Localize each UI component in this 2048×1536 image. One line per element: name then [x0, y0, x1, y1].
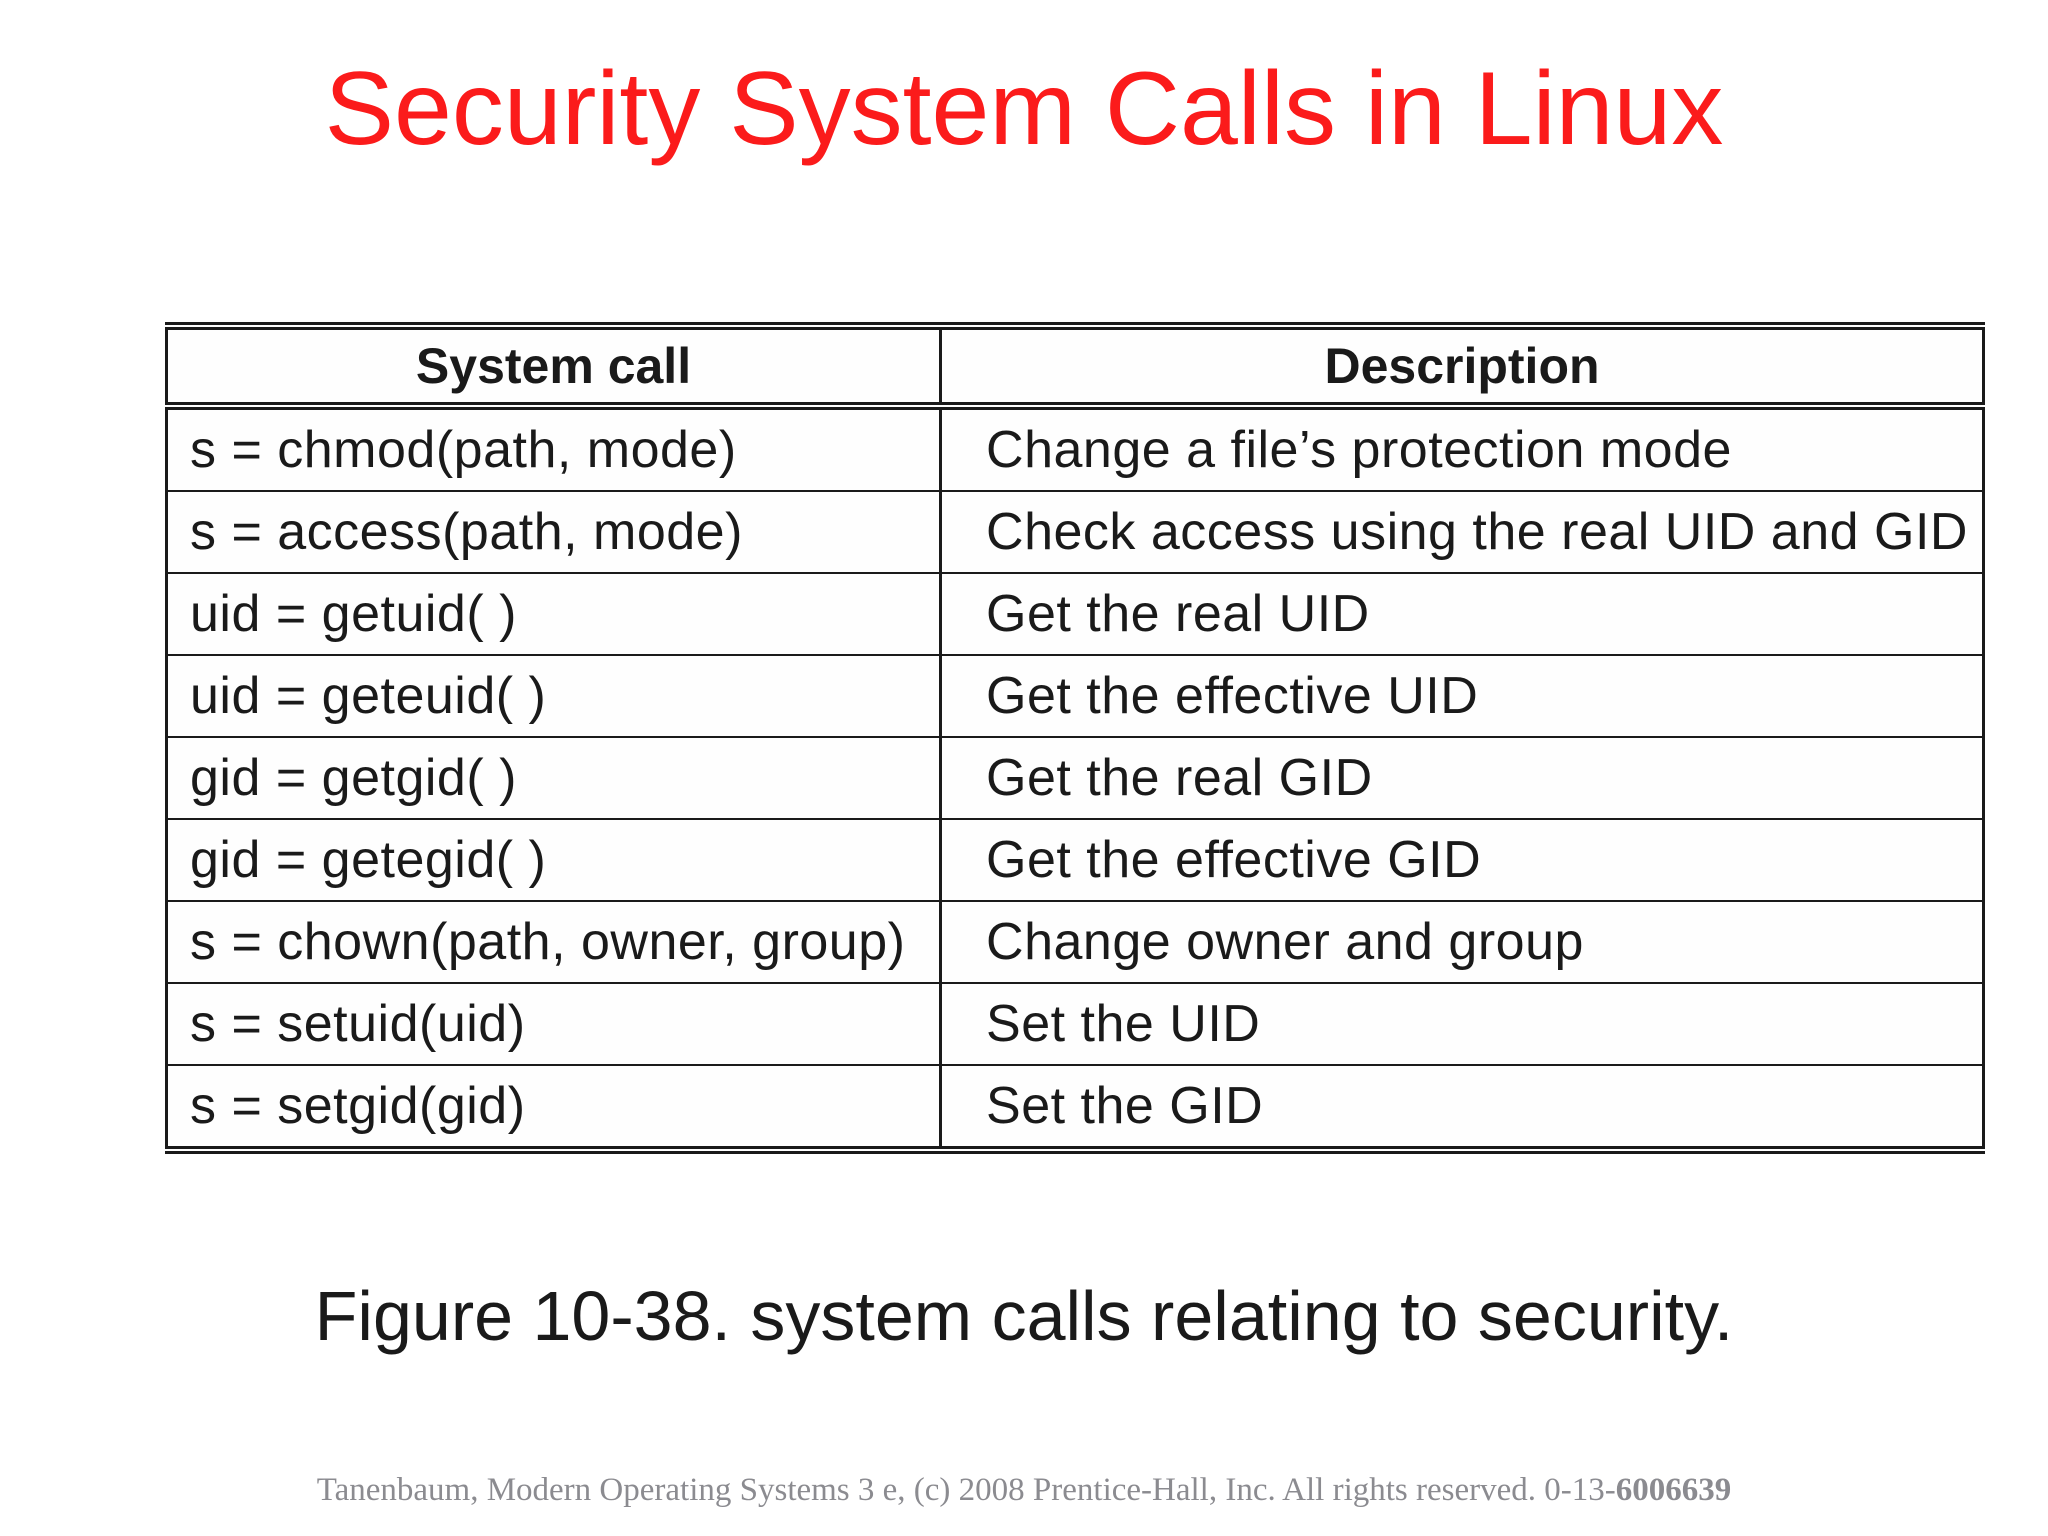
syscall-table-head: System call Description: [166, 326, 1984, 410]
system-call-cell: uid = geteuid( ): [166, 654, 941, 737]
description-cell: Change a file’s protection mode: [939, 405, 1984, 491]
description-cell: Set the UID: [939, 982, 1984, 1065]
system-call-cell: gid = getgid( ): [166, 736, 941, 819]
slide-title: Security System Calls in Linux: [324, 51, 1724, 167]
table-row: s = access(path, mode)Check access using…: [166, 490, 1984, 573]
system-call-cell: s = chmod(path, mode): [166, 405, 941, 491]
system-call-cell: s = setuid(uid): [166, 982, 941, 1065]
table-row: gid = getegid( )Get the effective GID: [166, 818, 1984, 901]
description-cell: Check access using the real UID and GID: [939, 490, 1984, 573]
system-call-cell: s = chown(path, owner, group): [166, 900, 941, 983]
syscall-table-container: System call Description s = chmod(path, …: [165, 322, 1985, 1154]
table-row: uid = geteuid( )Get the effective UID: [166, 654, 1984, 737]
table-row: gid = getgid( )Get the real GID: [166, 736, 1984, 819]
description-cell: Change owner and group: [939, 900, 1984, 983]
isbn-code: 6006639: [1615, 1472, 1732, 1508]
table-row: uid = getuid( )Get the real UID: [166, 572, 1984, 655]
header-row: System call Description: [166, 326, 1984, 410]
description-cell: Get the effective UID: [939, 654, 1984, 737]
column-header-system-call: System call: [166, 326, 941, 410]
description-cell: Get the real GID: [939, 736, 1984, 819]
description-cell: Get the effective GID: [939, 818, 1984, 901]
system-call-cell: s = setgid(gid): [166, 1064, 941, 1150]
table-row: s = chown(path, owner, group)Change owne…: [166, 900, 1984, 983]
description-cell: Set the GID: [939, 1064, 1984, 1150]
system-call-cell: gid = getegid( ): [166, 818, 941, 901]
copyright-text: Tanenbaum, Modern Operating Systems 3 e,…: [316, 1472, 1616, 1508]
system-call-cell: uid = getuid( ): [166, 572, 941, 655]
column-header-description: Description: [939, 326, 1984, 410]
figure-caption: Figure 10-38. system calls relating to s…: [314, 1277, 1734, 1355]
syscall-table: System call Description s = chmod(path, …: [165, 322, 1985, 1154]
copyright-footer: Tanenbaum, Modern Operating Systems 3 e,…: [0, 1472, 2048, 1509]
table-row: s = chmod(path, mode)Change a file’s pro…: [166, 405, 1984, 491]
system-call-cell: s = access(path, mode): [166, 490, 941, 573]
table-row: s = setuid(uid)Set the UID: [166, 982, 1984, 1065]
table-row: s = setgid(gid)Set the GID: [166, 1064, 1984, 1150]
syscall-table-body: s = chmod(path, mode)Change a file’s pro…: [166, 405, 1984, 1150]
description-cell: Get the real UID: [939, 572, 1984, 655]
